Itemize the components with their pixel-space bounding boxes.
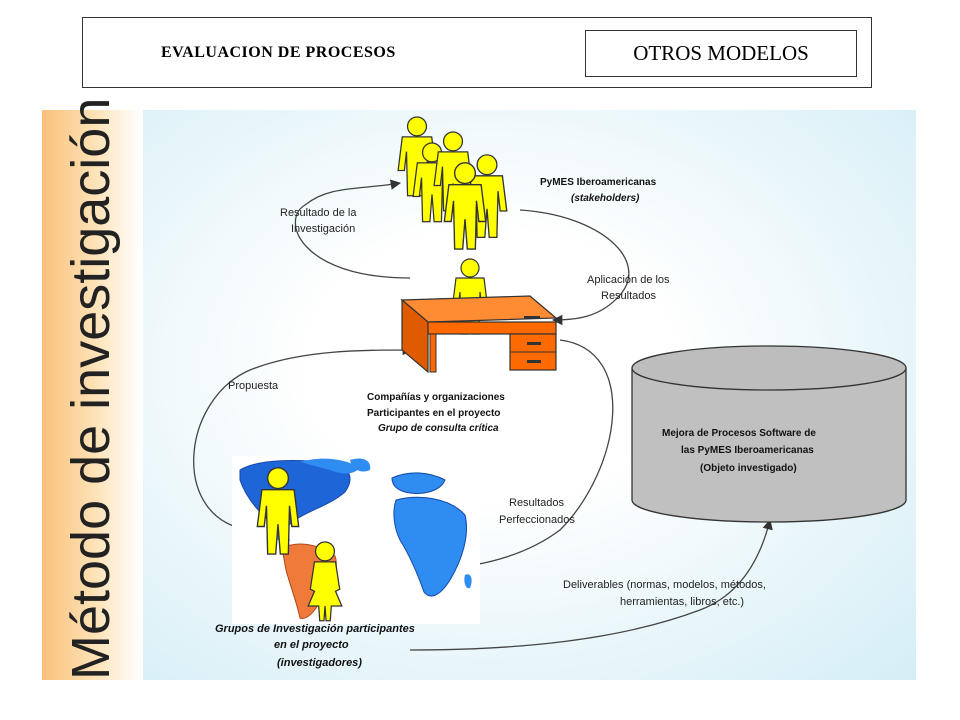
edge-label-application-2: Resultados [601, 290, 657, 302]
edge-label-research-result-1: Resultado de la [280, 207, 357, 219]
object-label-2: las PyMES Iberoamericanas [681, 445, 814, 456]
companies-label-3: Grupo de consulta crítica [378, 423, 499, 434]
researchers-label-3: (investigadores) [277, 657, 362, 669]
arrow-application [519, 209, 630, 326]
arrow-proposal [193, 344, 414, 531]
edge-label-refined-1: Resultados [509, 497, 565, 509]
object-label-1: Mejora de Procesos Software de [662, 428, 816, 439]
companies-label-1: Compañías y organizaciones [367, 392, 505, 403]
desk-icon [400, 295, 558, 374]
page-title: EVALUACION DE PROCESOS [161, 44, 396, 61]
section-tag: OTROS MODELOS [585, 30, 857, 77]
researchers-label-1: Grupos de Investigación participantes [215, 623, 415, 635]
edge-label-deliverables-1: Deliverables (normas, modelos, métodos, [563, 579, 766, 591]
side-band [42, 110, 140, 680]
arrow-deliverables [409, 518, 773, 651]
edge-label-proposal: Propuesta [228, 380, 279, 392]
database-cylinder-icon [631, 345, 907, 523]
researchers-label-2: en el proyecto [274, 639, 349, 651]
companies-label-2: Participantes en el proyecto [367, 408, 500, 419]
edge-label-application-1: Aplicación de los [587, 274, 670, 286]
arrow-research-result [294, 179, 411, 279]
stakeholders-people [397, 116, 508, 250]
edge-label-deliverables-2: herramientas, libros, etc.) [620, 596, 744, 608]
stakeholders-label-1: PyMES Iberoamericanas [540, 177, 657, 188]
object-label-3: (Objeto investigado) [700, 463, 797, 474]
header-box: EVALUACION DE PROCESOS OTROS MODELOS [82, 17, 872, 88]
edge-label-research-result-2: Investigación [291, 223, 355, 235]
stakeholders-label-2: (stakeholders) [571, 193, 640, 204]
edge-label-refined-2: Perfeccionados [499, 514, 575, 526]
